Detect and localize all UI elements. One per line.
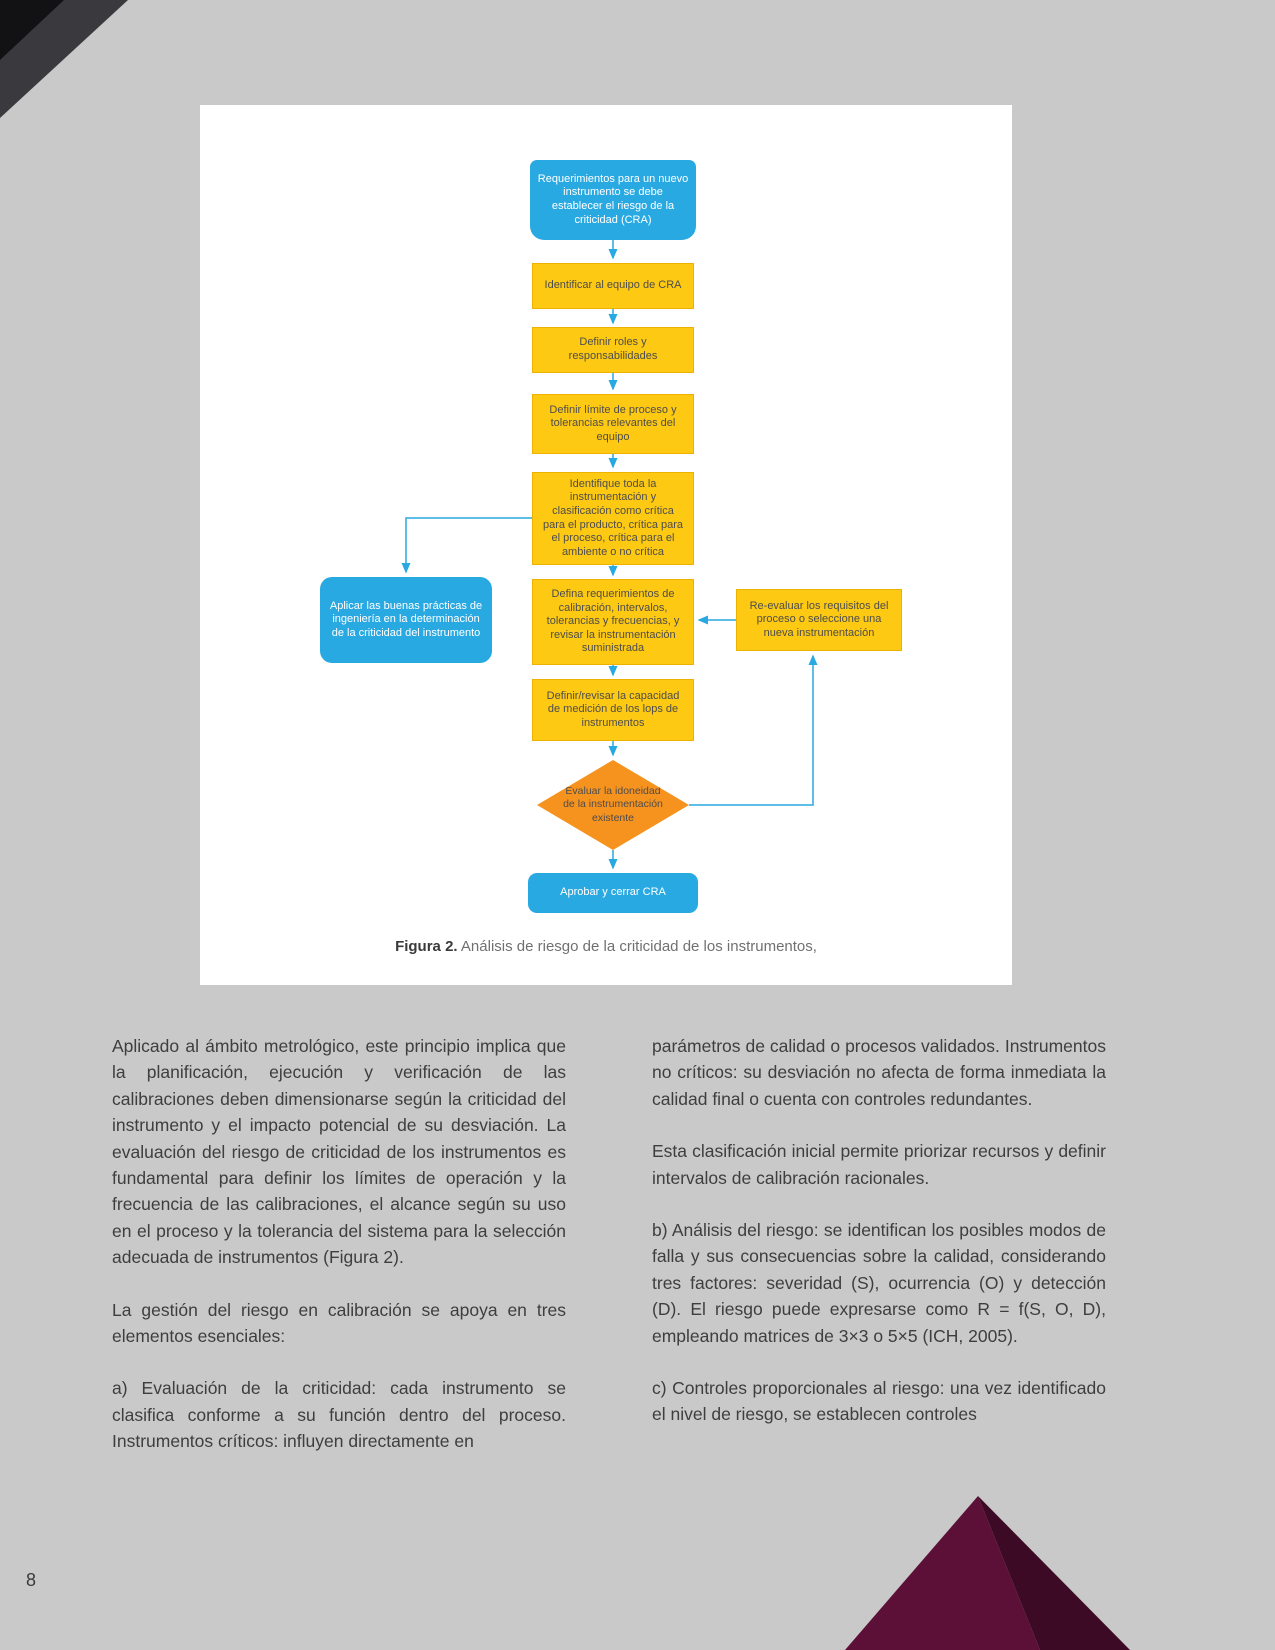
flow-node-calibration-requirements: Defina requerimientos de calibración, in… <box>532 579 694 665</box>
flow-node-measurement-capacity: Definir/revisar la capacidad de medición… <box>532 679 694 741</box>
pyramid-decoration <box>845 1496 1130 1650</box>
flow-node-roles: Definir roles y responsabilidades <box>532 327 694 373</box>
flow-node-evaluate-suitability: Evaluar la idoneidad de la instrumentaci… <box>537 760 689 850</box>
paragraph: parámetros de calidad o procesos validad… <box>652 1036 1106 1109</box>
paragraph: a) Evaluación de la criticidad: cada ins… <box>112 1378 566 1452</box>
figure-caption-text: Análisis de riesgo de la criticidad de l… <box>457 938 817 955</box>
paragraph: c) Controles proporcionales al riesgo: u… <box>652 1378 1106 1425</box>
flow-node-approve: Aprobar y cerrar CRA <box>528 873 698 913</box>
figure-caption: Figura 2. Análisis de riesgo de la criti… <box>200 938 1012 955</box>
flowchart: Requerimientos para un nuevo instrumento… <box>200 105 1012 985</box>
page-number: 8 <box>26 1570 37 1590</box>
flow-node-start: Requerimientos para un nuevo instrumento… <box>530 160 696 240</box>
flow-node-reevaluate: Re-evaluar los requisitos del proceso o … <box>736 589 902 651</box>
body-right-column: parámetros de calidad o procesos validad… <box>652 1033 1106 1454</box>
flow-node-good-practices: Aplicar las buenas prácticas de ingenier… <box>320 577 492 663</box>
paragraph: b) Análisis del riesgo: se identifican l… <box>652 1220 1106 1346</box>
body-left-column: Aplicado al ámbito metrológico, este pri… <box>112 1033 566 1481</box>
paragraph: Aplicado al ámbito metrológico, este pri… <box>112 1036 566 1268</box>
corner-fold-decoration <box>0 0 128 118</box>
paragraph: La gestión del riesgo en calibración se … <box>112 1299 566 1347</box>
figure-panel: Requerimientos para un nuevo instrumento… <box>200 105 1012 985</box>
flow-node-process-limits: Definir límite de proceso y tolerancias … <box>532 394 694 454</box>
paragraph: Esta clasificación inicial permite prior… <box>652 1141 1106 1188</box>
flow-node-classification: Identifique toda la instrumentación y cl… <box>532 472 694 565</box>
flow-node-identify-team: Identificar al equipo de CRA <box>532 263 694 309</box>
figure-caption-label: Figura 2. <box>395 938 458 955</box>
